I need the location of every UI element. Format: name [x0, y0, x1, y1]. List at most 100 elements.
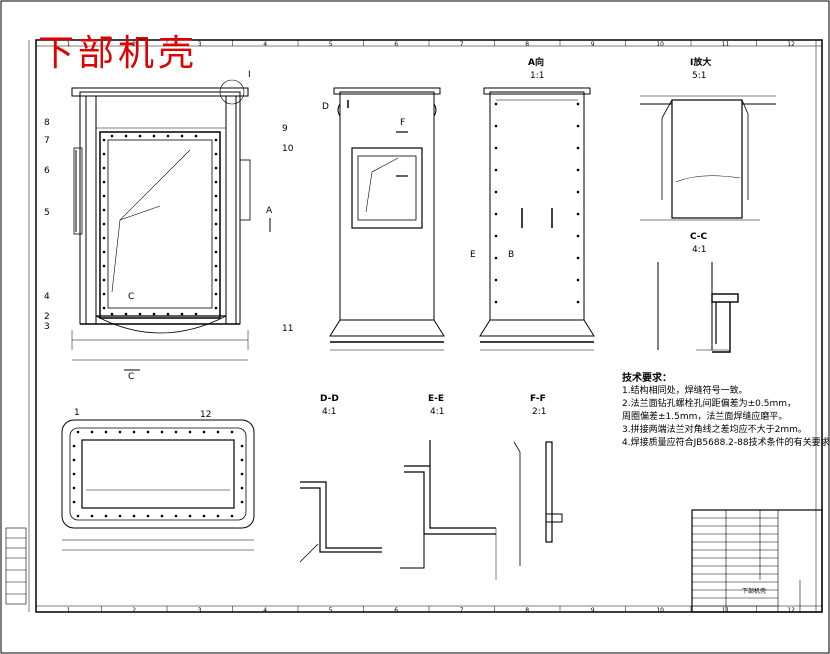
- section-ff: [513, 441, 563, 566]
- zone-label: 11: [721, 41, 730, 48]
- zone-label: 3: [197, 607, 202, 614]
- bolt-hole: [174, 514, 178, 518]
- zone-label: 11: [721, 607, 730, 614]
- bolt-hole: [102, 138, 106, 142]
- bolt-hole: [124, 312, 128, 316]
- bolt-hole: [214, 138, 218, 142]
- bolt-hole: [102, 292, 106, 296]
- bolt-hole: [214, 152, 218, 156]
- zone-label: 10: [656, 41, 664, 48]
- bolt-hole: [132, 430, 136, 434]
- bolt-hole: [160, 430, 164, 434]
- bolt-hole: [576, 278, 580, 282]
- bolt-hole: [102, 194, 106, 198]
- bolt-hole: [102, 278, 106, 282]
- title-block-name: 下部机壳: [742, 588, 767, 595]
- bolt-hole: [90, 514, 94, 518]
- bolt-hole: [102, 236, 106, 240]
- section-dd-scale: 4:1: [322, 407, 337, 417]
- bolt-hole: [180, 134, 184, 138]
- section-mark: C: [128, 372, 135, 382]
- bolt-hole: [104, 430, 108, 434]
- detail-i: [640, 95, 776, 221]
- part-callout: 4: [44, 292, 50, 302]
- bolt-hole: [188, 514, 192, 518]
- bolt-hole: [102, 306, 106, 310]
- bolt-hole: [494, 256, 498, 260]
- bolt-hole: [230, 514, 234, 518]
- zone-label: 9: [590, 41, 595, 48]
- bolt-hole: [576, 234, 580, 238]
- zone-label: 2: [132, 607, 137, 614]
- zone-label: 8: [525, 41, 530, 48]
- bolt-hole: [180, 312, 184, 316]
- section-ff-scale: 2:1: [532, 407, 547, 417]
- bolt-hole: [494, 234, 498, 238]
- bolt-hole: [494, 278, 498, 282]
- zone-label: 3: [197, 41, 202, 48]
- zone-label: 5: [328, 41, 333, 48]
- bolt-hole: [576, 168, 580, 172]
- tech-item: 4.焊接质量应符合JB5688.2-88技术条件的有关要求。: [622, 438, 830, 448]
- section-cc-scale: 4:1: [692, 245, 707, 255]
- bolt-hole: [90, 430, 94, 434]
- bolt-hole: [124, 134, 128, 138]
- section-ee-title: E-E: [428, 394, 445, 404]
- bolt-hole: [110, 134, 114, 138]
- part-callout: 7: [44, 136, 50, 146]
- bolt-hole: [214, 208, 218, 212]
- bolt-hole: [494, 300, 498, 304]
- bolt-hole: [194, 134, 198, 138]
- bolt-hole: [138, 312, 142, 316]
- bolt-hole: [214, 292, 218, 296]
- part-callout: 10: [282, 144, 294, 154]
- bolt-hole: [214, 264, 218, 268]
- bolt-hole: [102, 264, 106, 268]
- part-callout: 12: [200, 410, 212, 420]
- title-block: [691, 509, 823, 613]
- section-mark: C: [128, 292, 135, 302]
- bolt-hole: [174, 430, 178, 434]
- bolt-hole: [230, 430, 234, 434]
- bolt-hole: [240, 472, 244, 476]
- bolt-hole: [494, 102, 498, 106]
- tech-heading: 技术要求：: [622, 373, 672, 384]
- bolt-hole: [214, 306, 218, 310]
- section-mark: E: [470, 250, 476, 260]
- section-ee: [400, 440, 497, 580]
- bolt-hole: [214, 194, 218, 198]
- bolt-hole: [202, 514, 206, 518]
- bolt-hole: [202, 430, 206, 434]
- section-cc: [657, 262, 739, 353]
- bolt-hole: [166, 134, 170, 138]
- bolt-hole: [72, 458, 76, 462]
- part-callout: 9: [282, 124, 288, 134]
- sidebar-table: [5, 527, 27, 605]
- drawing-title: 下部机壳: [38, 33, 199, 74]
- bolt-hole: [72, 472, 76, 476]
- view-a: [479, 87, 595, 351]
- bolt-hole: [102, 250, 106, 254]
- plan-view: [61, 419, 255, 551]
- bolt-hole: [104, 514, 108, 518]
- bolt-hole: [576, 124, 580, 128]
- bolt-hole: [576, 146, 580, 150]
- section-ee-scale: 4:1: [430, 407, 445, 417]
- section-mark: I: [248, 70, 251, 80]
- bolt-hole: [166, 312, 170, 316]
- zone-label: 5: [328, 607, 333, 614]
- part-callout: 2: [44, 312, 50, 322]
- section-dd-title: D-D: [320, 394, 339, 404]
- section-mark: A: [266, 206, 273, 216]
- bolt-hole: [240, 458, 244, 462]
- section-mark: D: [322, 102, 329, 112]
- bolt-hole: [160, 514, 164, 518]
- zone-label: 7: [459, 41, 464, 48]
- bolt-hole: [188, 430, 192, 434]
- bolt-hole: [102, 208, 106, 212]
- zone-label: 2: [132, 41, 137, 48]
- bolt-hole: [102, 166, 106, 170]
- bolt-hole: [102, 152, 106, 156]
- bolt-hole: [576, 300, 580, 304]
- zone-label: 12: [787, 41, 795, 48]
